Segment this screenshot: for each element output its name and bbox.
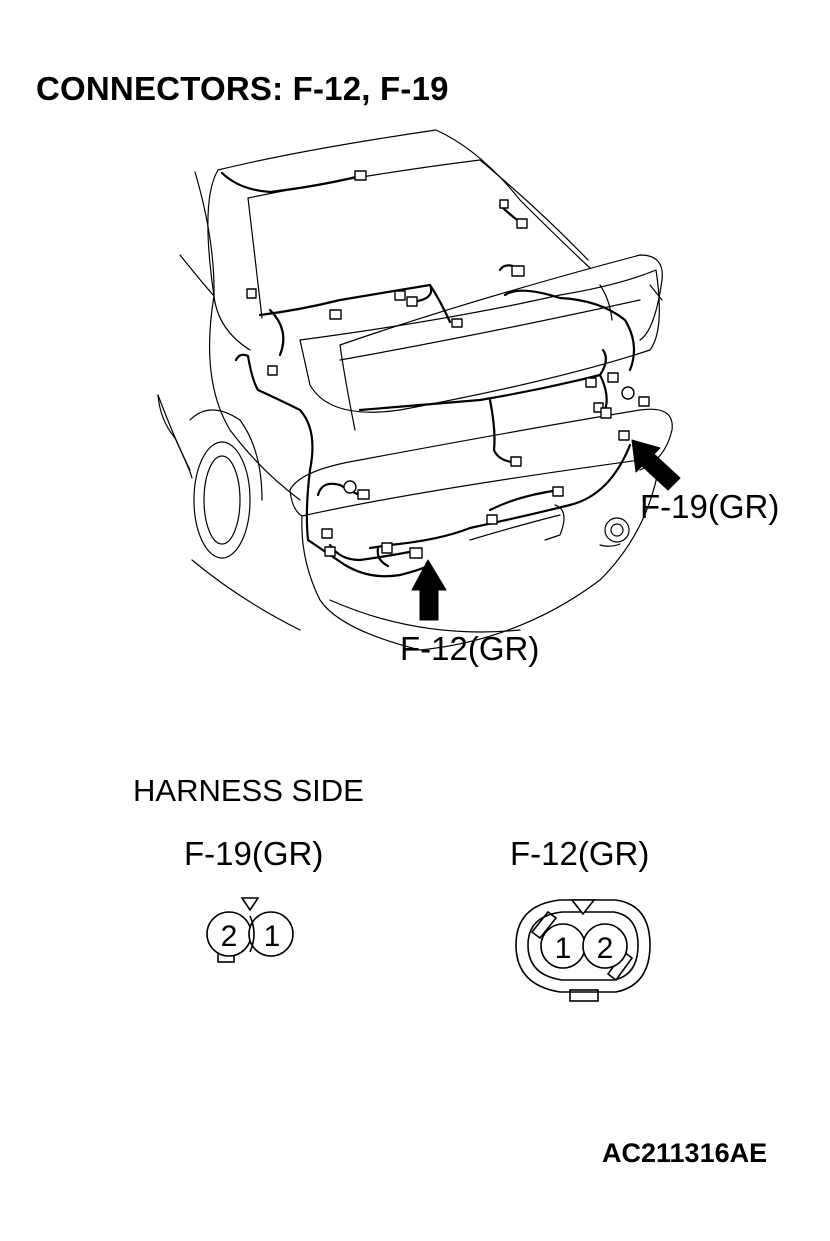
f12-arrow	[411, 559, 447, 621]
callout-label-f19: F-19(GR)	[640, 488, 780, 525]
f12-connector-label: F-12(GR)	[510, 835, 650, 872]
f19-arrow	[631, 439, 681, 491]
harness-side-label: HARNESS SIDE	[133, 773, 364, 808]
page-title: CONNECTORS: F-12, F-19	[36, 70, 449, 107]
figure-id: AC211316AE	[602, 1138, 768, 1168]
callout-arrows	[411, 439, 681, 621]
f12-pin-2: 2	[597, 932, 614, 965]
f12-pin-1: 1	[555, 932, 572, 965]
callout-label-f12: F-12(GR)	[400, 630, 540, 667]
wiring-harness	[220, 171, 636, 578]
f19-connector-label: F-19(GR)	[184, 835, 324, 872]
f19-pin-2: 2	[221, 920, 238, 953]
f19-pin-1: 1	[264, 920, 281, 953]
harness-connectors	[246, 170, 650, 559]
